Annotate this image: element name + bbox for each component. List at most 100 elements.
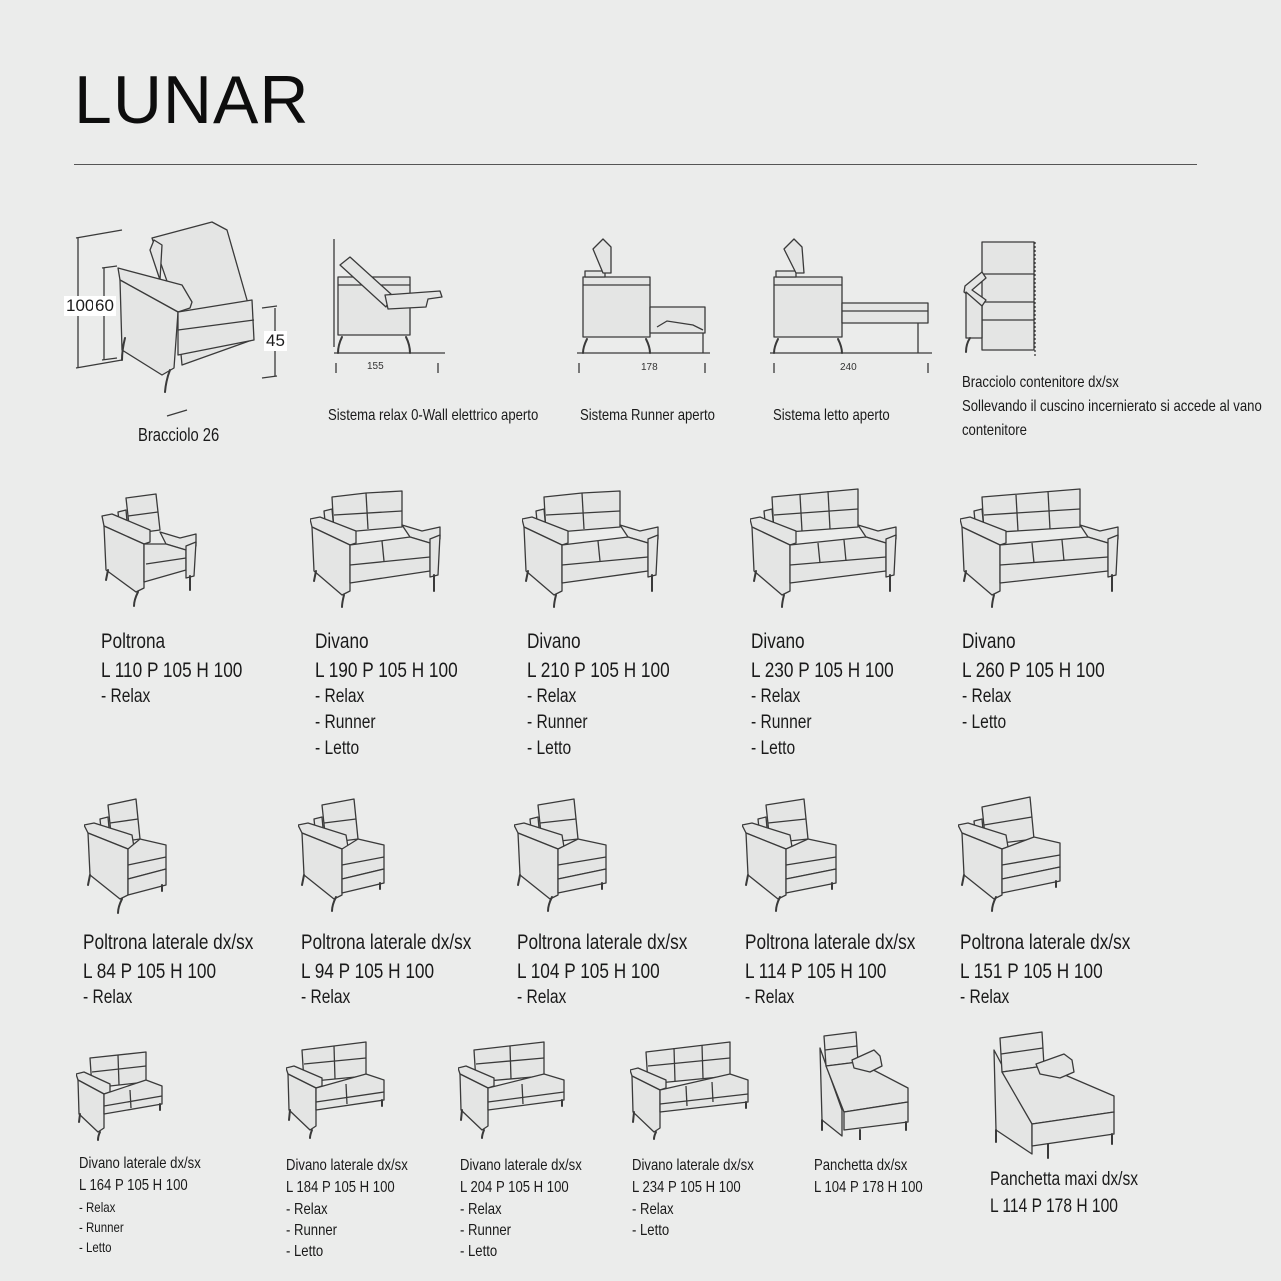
bed-system-drawing <box>770 238 932 373</box>
poltrona-laterale-151-drawing <box>958 796 1061 912</box>
product-option: - Letto <box>315 738 360 759</box>
product-dimensions: L 164 P 105 H 100 <box>79 1177 188 1194</box>
product-option: - Runner <box>751 712 812 733</box>
product-dimensions: L 210 P 105 H 100 <box>527 659 670 682</box>
product-poltrona-laterale-94: Poltrona laterale dx/sx L 94 P 105 H 100… <box>301 928 509 1011</box>
product-option: - Relax <box>751 686 801 707</box>
product-option: - Relax <box>286 1201 328 1218</box>
product-divano-laterale-164: Divano laterale dx/sx L 164 P 105 H 100 … <box>79 1153 228 1257</box>
product-name: Panchetta dx/sx <box>814 1157 908 1174</box>
product-divano-230: Divano L 230 P 105 H 100 - Relax - Runne… <box>751 627 925 762</box>
divano-laterale-234-drawing <box>630 1041 749 1140</box>
bed-width: 240 <box>840 362 857 373</box>
product-option: - Relax <box>632 1201 674 1218</box>
product-panchetta: Panchetta dx/sx L 104 P 178 H 100 <box>814 1155 947 1199</box>
armrest-label: Bracciolo 26 <box>138 425 220 445</box>
panchetta-drawing <box>819 1031 909 1140</box>
product-name: Divano <box>962 630 1016 653</box>
product-name: Divano <box>751 630 805 653</box>
product-poltrona-laterale-84: Poltrona laterale dx/sx L 84 P 105 H 100… <box>83 928 291 1011</box>
product-name: Poltrona <box>101 630 166 653</box>
product-option: - Relax <box>962 686 1012 707</box>
product-option: - Relax <box>960 987 1010 1008</box>
product-option: - Relax <box>301 987 351 1008</box>
product-divano-laterale-234: Divano laterale dx/sx L 234 P 105 H 100 … <box>632 1155 781 1241</box>
poltrona-laterale-114-drawing <box>742 798 837 912</box>
relax-width: 155 <box>367 361 384 372</box>
product-option: - Relax <box>745 987 795 1008</box>
product-name: Poltrona laterale dx/sx <box>83 931 254 954</box>
product-poltrona: Poltrona L 110 P 105 H 100 - Relax <box>101 627 273 710</box>
storage-arm-description: Sollevando il cuscino incernierato si ac… <box>962 398 1262 415</box>
product-option: - Relax <box>517 987 567 1008</box>
product-divano-210: Divano L 210 P 105 H 100 - Relax - Runne… <box>527 627 701 762</box>
product-divano-190: Divano L 190 P 105 H 100 - Relax - Runne… <box>315 627 489 762</box>
product-dimensions: L 114 P 105 H 100 <box>745 960 887 983</box>
storage-arm-description-cont: contenitore <box>962 422 1027 439</box>
product-divano-laterale-204: Divano laterale dx/sx L 204 P 105 H 100 … <box>460 1155 609 1262</box>
product-option: - Runner <box>527 712 588 733</box>
product-option: - Letto <box>527 738 572 759</box>
product-dimensions: L 230 P 105 H 100 <box>751 659 894 682</box>
storage-arm-title: Bracciolo contenitore dx/sx <box>962 374 1119 391</box>
product-dimensions: L 151 P 105 H 100 <box>960 960 1103 983</box>
product-option: - Letto <box>79 1239 112 1255</box>
divano-230-drawing <box>750 488 897 608</box>
poltrona-drawing <box>101 493 197 607</box>
product-dimensions: L 104 P 178 H 100 <box>814 1179 923 1196</box>
product-option: - Relax <box>101 686 151 707</box>
product-panchetta-maxi: Panchetta maxi dx/sx L 114 P 178 H 100 <box>990 1166 1171 1220</box>
product-name: Panchetta maxi dx/sx <box>990 1169 1139 1190</box>
product-option: - Letto <box>460 1243 498 1260</box>
height-60-label: 60 <box>93 296 116 316</box>
product-option: - Letto <box>286 1243 324 1260</box>
product-name: Divano laterale dx/sx <box>79 1155 201 1172</box>
divano-laterale-184-drawing <box>286 1041 385 1139</box>
product-poltrona-laterale-151: Poltrona laterale dx/sx L 151 P 105 H 10… <box>960 928 1168 1011</box>
poltrona-laterale-104-drawing <box>514 798 607 912</box>
divano-190-drawing <box>310 490 441 608</box>
product-dimensions: L 104 P 105 H 100 <box>517 960 660 983</box>
product-dimensions: L 190 P 105 H 100 <box>315 659 458 682</box>
product-dimensions: L 110 P 105 H 100 <box>101 659 243 682</box>
product-name: Poltrona laterale dx/sx <box>960 931 1131 954</box>
poltrona-laterale-94-drawing <box>298 798 385 912</box>
product-dimensions: L 234 P 105 H 100 <box>632 1179 741 1196</box>
product-dimensions: L 94 P 105 H 100 <box>301 960 435 983</box>
product-poltrona-laterale-104: Poltrona laterale dx/sx L 104 P 105 H 10… <box>517 928 725 1011</box>
product-option: - Runner <box>79 1219 124 1235</box>
product-dimensions: L 204 P 105 H 100 <box>460 1179 569 1196</box>
divano-210-drawing <box>522 490 659 608</box>
product-dimensions: L 114 P 178 H 100 <box>990 1196 1118 1217</box>
storage-armrest-drawing <box>963 241 1036 356</box>
product-option: - Letto <box>632 1222 670 1239</box>
bed-caption: Sistema letto aperto <box>773 407 890 424</box>
divano-laterale-164-drawing <box>76 1051 163 1141</box>
product-poltrona-laterale-114: Poltrona laterale dx/sx L 114 P 105 H 10… <box>745 928 953 1011</box>
product-divano-laterale-184: Divano laterale dx/sx L 184 P 105 H 100 … <box>286 1155 435 1262</box>
header-divider <box>74 164 1197 165</box>
product-name: Divano <box>315 630 369 653</box>
runner-system-drawing <box>577 238 710 373</box>
runner-width: 178 <box>641 362 658 373</box>
page-title: LUNAR <box>74 62 310 138</box>
product-option: - Relax <box>315 686 365 707</box>
dimension-armchair-drawing <box>75 221 278 417</box>
product-option: - Relax <box>527 686 577 707</box>
panchetta-maxi-drawing <box>993 1031 1115 1159</box>
product-name: Divano <box>527 630 581 653</box>
product-option: - Relax <box>460 1201 502 1218</box>
product-name: Poltrona laterale dx/sx <box>301 931 472 954</box>
product-divano-260: Divano L 260 P 105 H 100 - Relax - Letto <box>962 627 1136 736</box>
relax-caption: Sistema relax 0-Wall elettrico aperto <box>328 407 539 424</box>
seat-height-label: 45 <box>264 331 287 351</box>
product-name: Divano laterale dx/sx <box>460 1157 582 1174</box>
relax-system-drawing <box>333 239 445 373</box>
product-dimensions: L 260 P 105 H 100 <box>962 659 1105 682</box>
height-100-label: 100 <box>64 296 97 316</box>
product-option: - Runner <box>460 1222 512 1239</box>
product-option: - Letto <box>751 738 796 759</box>
poltrona-laterale-84-drawing <box>84 798 167 914</box>
runner-caption: Sistema Runner aperto <box>580 407 715 424</box>
divano-260-drawing <box>960 488 1119 608</box>
